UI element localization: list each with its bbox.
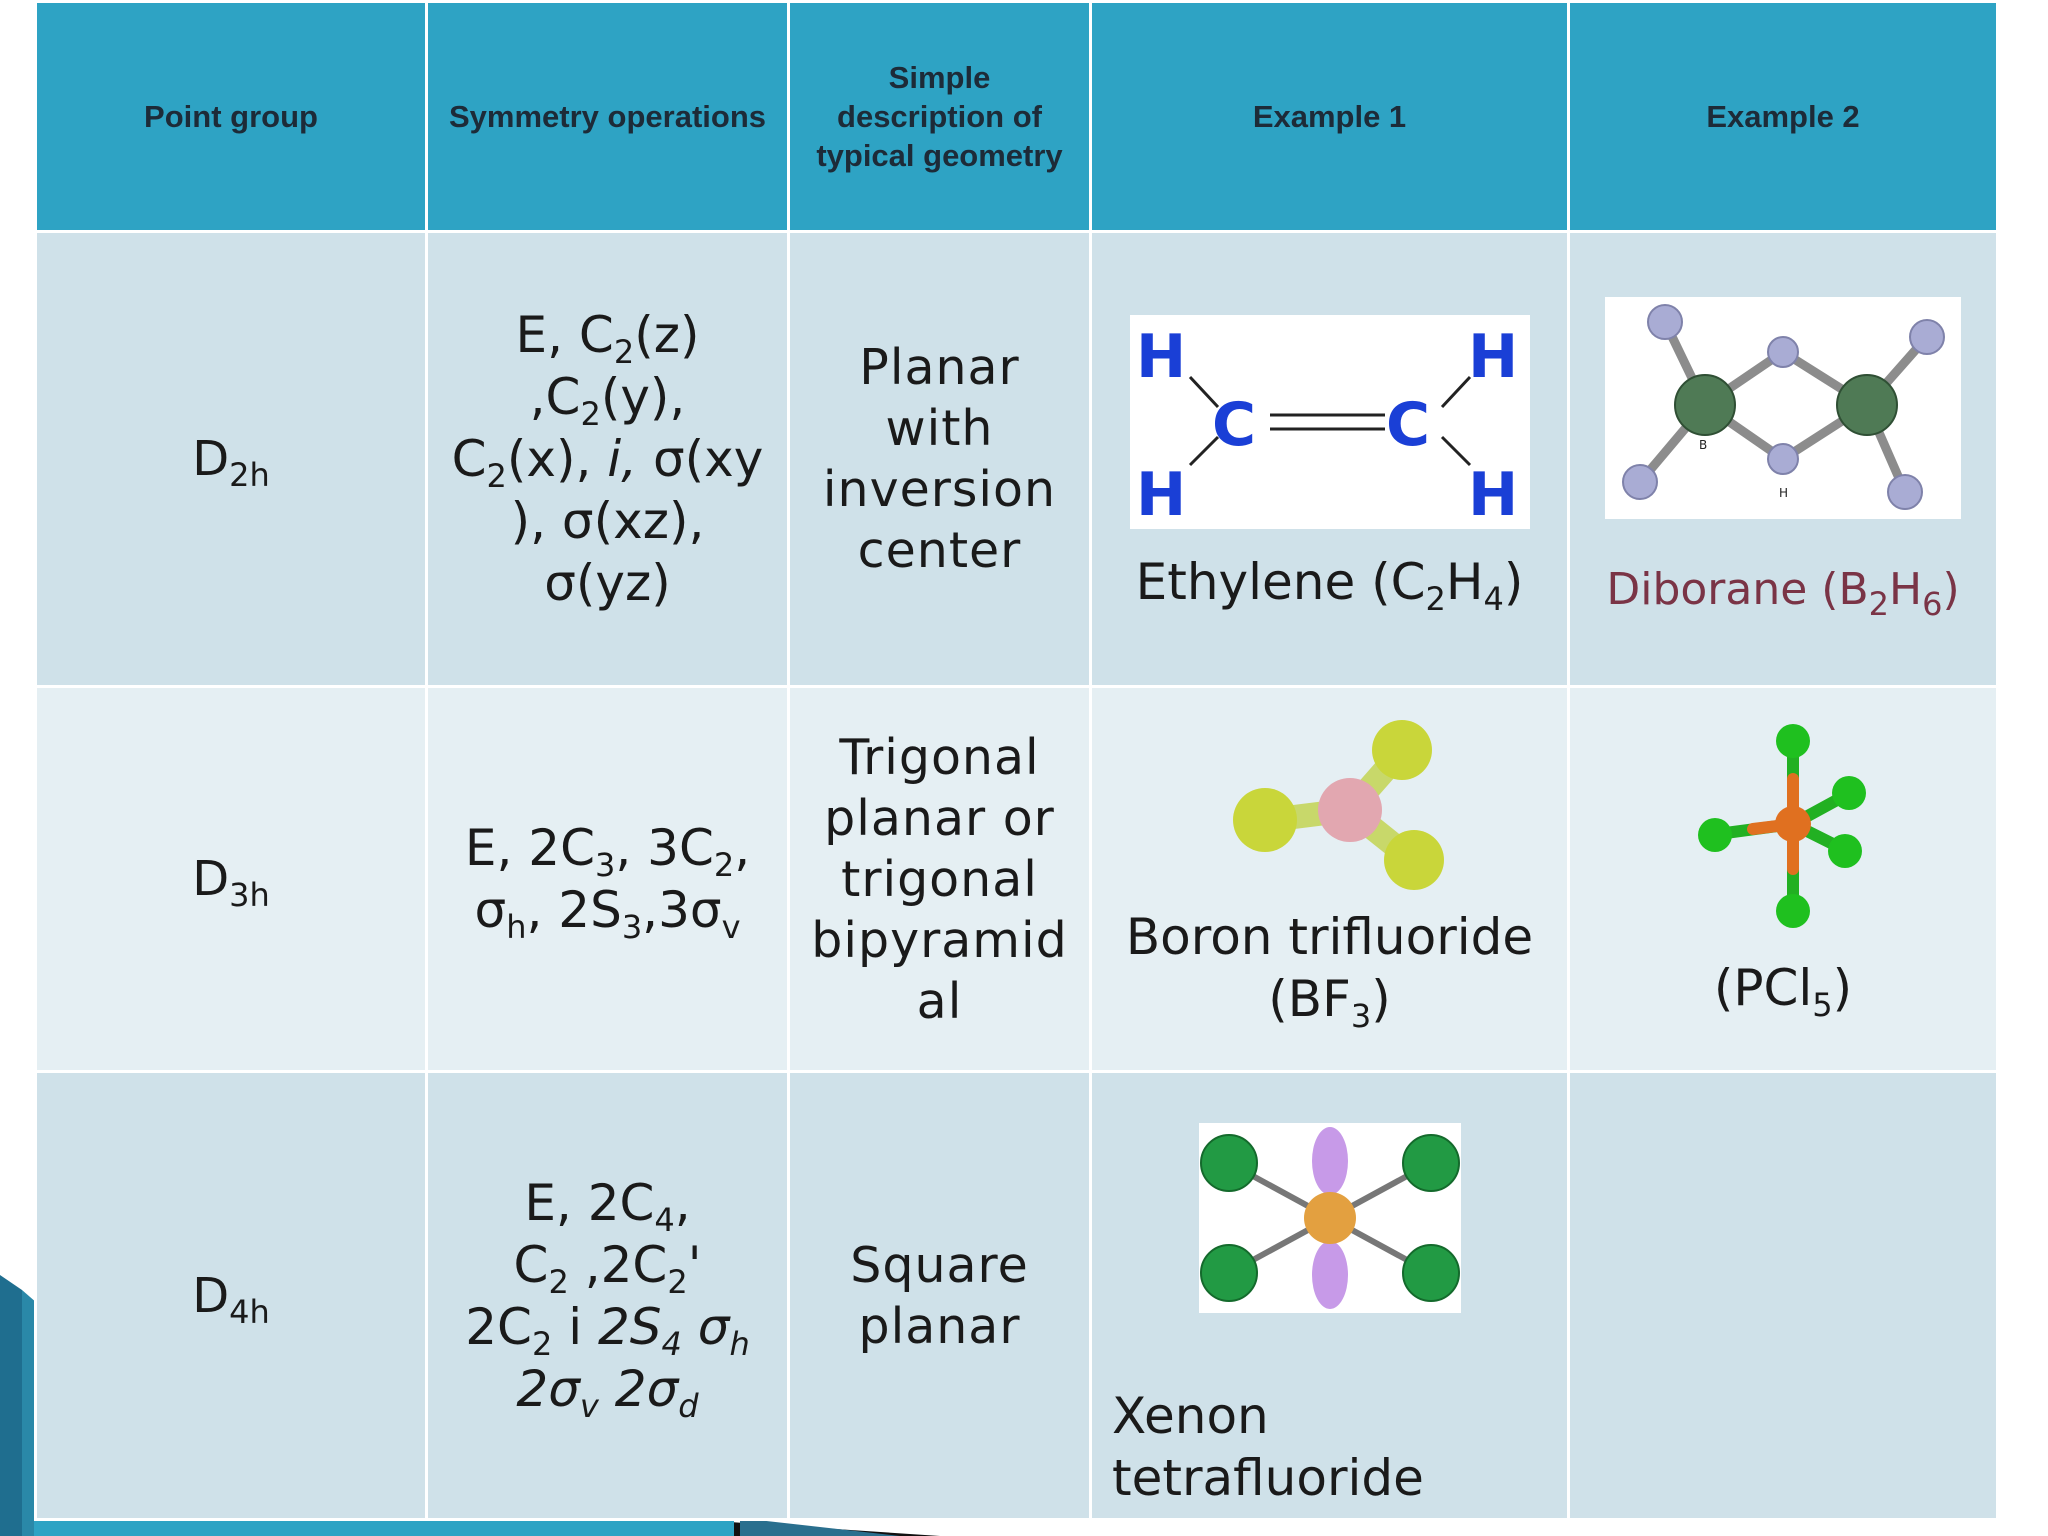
svg-text:C: C [1386, 390, 1430, 460]
header-point-group: Point group [34, 0, 428, 233]
header-row: Point group Symmetry operations Simple d… [34, 0, 1999, 233]
svg-text:H: H [1468, 322, 1518, 392]
example1-cell: H H H H C C Ethylene (C2H4) [1089, 230, 1570, 688]
svg-text:H: H [1779, 486, 1788, 500]
header-symmetry-operations: Symmetry operations [425, 0, 790, 233]
svg-text:H: H [1468, 460, 1518, 529]
table-row: D2h E, C2(z) ,C2(y), C2(x), i, σ(xy ), σ… [34, 230, 1999, 688]
table-row: D4h E, 2C4, C2 ,2C2' 2C2 i 2S4 σh 2σv 2σ… [34, 1070, 1999, 1521]
description-cell: Trigonal planar or trigonal bipyramid al [787, 685, 1092, 1073]
point-group-cell: D4h [34, 1070, 428, 1521]
example2-cell-empty [1567, 1070, 1999, 1521]
description-cell: Square planar [787, 1070, 1092, 1521]
bf3-structure-image [1232, 720, 1444, 890]
svg-text:H: H [1136, 460, 1186, 529]
symmetry-ops-cell: E, 2C4, C2 ,2C2' 2C2 i 2S4 σh 2σv 2σd [425, 1070, 790, 1521]
pcl5-structure-image [1698, 724, 1866, 928]
ethylene-structure-image: H H H H C C [1129, 315, 1530, 529]
description-cell: Planar with inversion center [787, 230, 1092, 688]
example2-cell: (PCl5) [1567, 685, 1999, 1073]
svg-text:C: C [1212, 390, 1256, 460]
header-example-2: Example 2 [1567, 0, 1999, 233]
example1-cell: Xenon tetrafluoride [1089, 1070, 1570, 1521]
diborane-structure-image: B H [1605, 297, 1961, 519]
svg-text:B: B [1699, 438, 1707, 452]
header-description: Simple description of typical geometry [787, 0, 1092, 233]
svg-text:H: H [1136, 322, 1186, 392]
table-row: D3h E, 2C3, 3C2, σh, 2S3,3σv Trigonal pl… [34, 685, 1999, 1073]
point-group-cell: D3h [34, 685, 428, 1073]
symmetry-ops-cell: E, 2C3, 3C2, σh, 2S3,3σv [425, 685, 790, 1073]
example1-cell: Boron trifluoride (BF3) [1089, 685, 1570, 1073]
xef4-structure-image [1198, 1122, 1461, 1313]
header-example-1: Example 1 [1089, 0, 1570, 233]
point-group-table: Point group Symmetry operations Simple d… [34, 0, 1999, 1521]
example2-cell: B H Diborane (B2H6) [1567, 230, 1999, 688]
symmetry-ops-cell: E, C2(z) ,C2(y), C2(x), i, σ(xy ), σ(xz)… [425, 230, 790, 688]
point-group-cell: D2h [34, 230, 428, 688]
